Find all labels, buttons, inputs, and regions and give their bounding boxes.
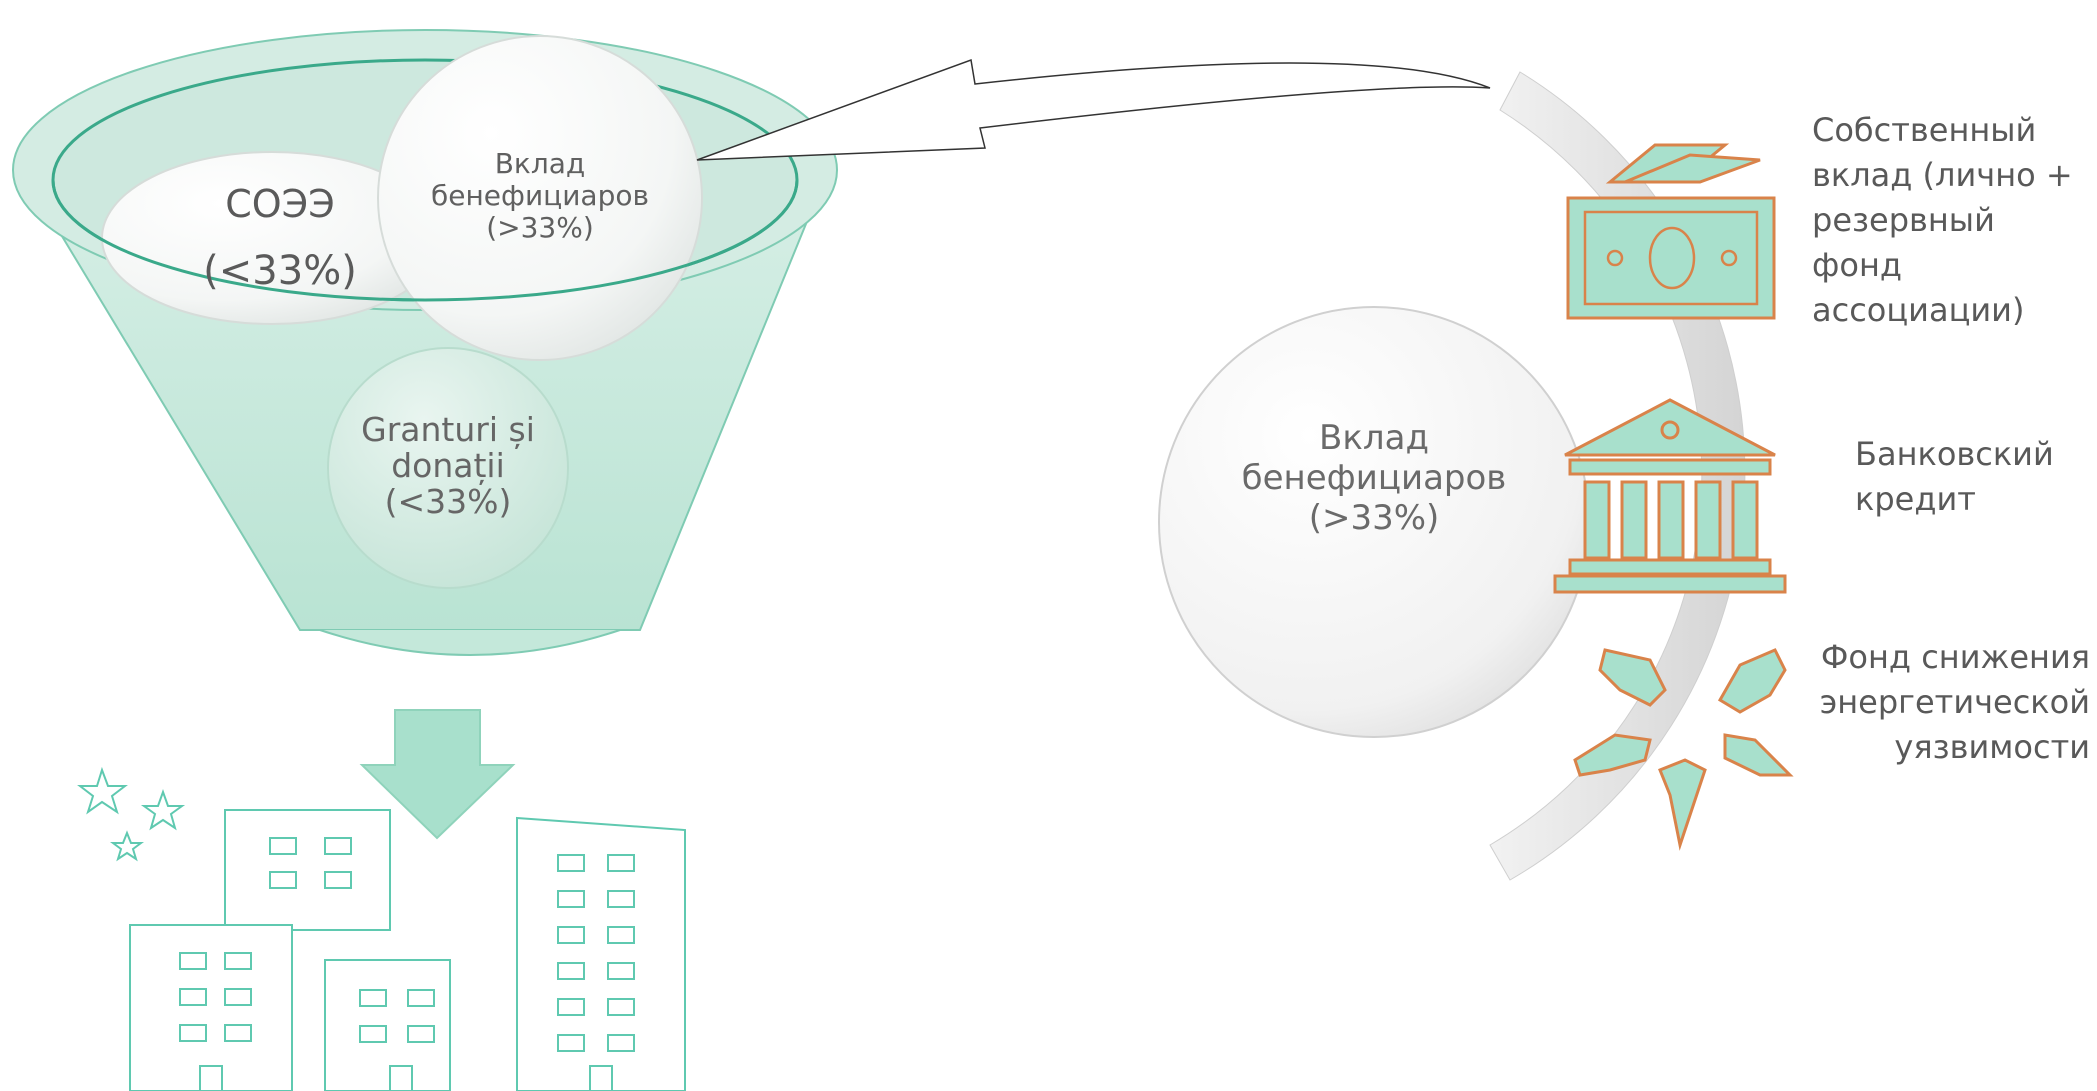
down-arrow [359,709,516,840]
building-window [269,871,297,889]
beneficiary-large-label: Вклад бенефициаров (>33%) [1241,418,1507,538]
building-window [607,998,635,1016]
building-window [179,952,207,970]
source-label-own-contribution: Собственный вклад (лично + резервный фон… [1812,111,2073,329]
building-door [389,1065,413,1091]
money-icon [1566,143,1776,320]
bank-icon [1553,398,1787,594]
stars-icon [77,766,186,862]
building-window [324,871,352,889]
source-label-energy-fund: Фонд снижения энергетической уязвимости [1819,638,2090,766]
building-door [199,1065,223,1091]
building-window [557,926,585,944]
building-window [557,854,585,872]
building-window [607,1034,635,1052]
building-window [359,989,387,1007]
building-window [557,1034,585,1052]
building-window [224,952,252,970]
building-window [607,890,635,908]
building-window [557,890,585,908]
buildings-icon [129,809,686,1091]
building-window [407,1025,435,1043]
beneficiary-small-label: Вклад бенефициаров (>33%) [431,147,649,244]
building-window [269,837,297,855]
coee-label: СОЭЭ (<33%) [180,182,380,294]
source-label-bank-credit: Банковский кредит [1855,435,2054,518]
hands-icon [1573,648,1794,851]
building-window [607,962,635,980]
building-window [324,837,352,855]
coee-label-name: СОЭЭ [225,182,335,226]
building-window [359,1025,387,1043]
building-window [607,926,635,944]
building-window [179,1024,207,1042]
building-door [589,1065,613,1091]
grants-label: Granturi și donații (<33%) [361,410,535,521]
funnel-rim-front [51,179,799,302]
building-window [607,854,635,872]
curved-arrow [696,58,1491,161]
building-window [407,989,435,1007]
building-window [224,1024,252,1042]
coee-label-percent: (<33%) [203,248,357,294]
building-window [557,962,585,980]
building-window [224,988,252,1006]
building-window [179,988,207,1006]
grants-bubble [327,347,569,589]
beneficiary-bubble-small [377,35,703,361]
building-windows [179,837,635,1091]
building-window [557,998,585,1016]
funnel-neck [319,629,621,656]
